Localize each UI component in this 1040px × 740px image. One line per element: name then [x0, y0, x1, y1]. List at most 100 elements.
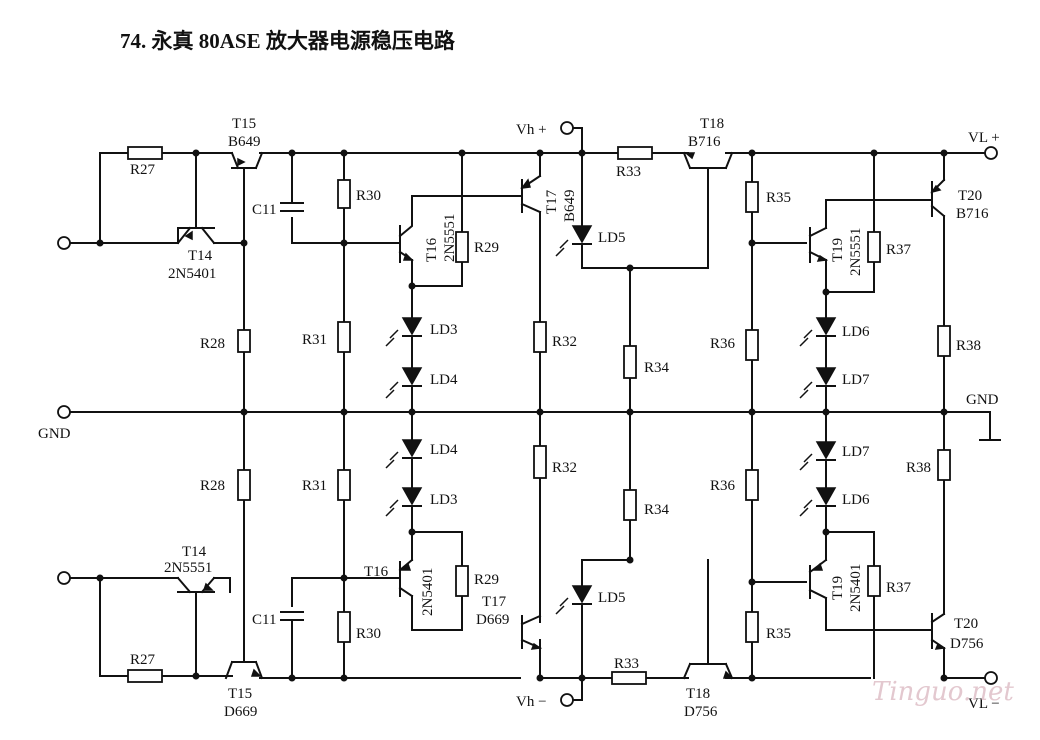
transistor-t17-top — [520, 174, 542, 214]
label-vh-minus: Vh − — [516, 694, 547, 710]
labels-top: T15 B649 R27 T14 2N5401 C11 R30 R28 R31 … — [130, 116, 989, 388]
led-ld7-bottom — [799, 441, 837, 471]
label-t19-bottom: T19 — [830, 576, 846, 600]
resistor-r28-top — [237, 329, 251, 353]
transistor-t16-bottom — [398, 558, 414, 598]
vh-plus-terminal — [560, 121, 574, 135]
label-ld4-bottom: LD4 — [430, 442, 458, 458]
label-r33-top: R33 — [616, 164, 641, 180]
label-t15-bottom: T15 — [228, 686, 252, 702]
label-t18-bottom-type: D756 — [684, 704, 718, 720]
label-r37-top: R37 — [886, 242, 912, 258]
label-vl-minus: VL − — [968, 696, 1000, 712]
label-c11-bottom: C11 — [252, 612, 276, 628]
label-r33-bottom: R33 — [614, 656, 639, 672]
vl-minus-terminal — [984, 671, 998, 685]
label-t19-top: T19 — [830, 238, 846, 262]
resistors — [127, 146, 951, 685]
label-t14-top-type: 2N5401 — [168, 266, 216, 282]
resistor-r32-bottom — [533, 445, 547, 479]
label-vl-plus: VL + — [968, 130, 1000, 146]
label-t15-top-type: B649 — [228, 134, 261, 150]
label-t14-bottom-type: 2N5551 — [164, 560, 212, 576]
label-r32-bottom: R32 — [552, 460, 577, 476]
label-t15-bottom-type: D669 — [224, 704, 257, 720]
resistor-r31-top — [337, 321, 351, 353]
resistor-r29-bottom — [455, 565, 469, 597]
resistor-r34-top — [623, 345, 637, 379]
resistor-r33-top — [617, 146, 653, 160]
vh-minus-terminal — [560, 693, 574, 707]
label-gnd-left: GND — [38, 426, 71, 442]
label-r30-top: R30 — [356, 188, 381, 204]
label-t18-bottom: T18 — [686, 686, 710, 702]
transistor-t20-top — [930, 178, 946, 218]
transistor-t14-top — [176, 226, 216, 245]
label-r28-bottom: R28 — [200, 478, 225, 494]
label-t17-top-type: B649 — [562, 189, 578, 222]
led-ld6-bottom — [799, 487, 837, 517]
led-ld3-bottom — [385, 487, 423, 517]
label-t18-top: T18 — [700, 116, 724, 132]
input-terminal-bottom — [57, 571, 71, 585]
transistor-t18-bottom — [682, 662, 734, 680]
resistor-r30-top — [337, 179, 351, 209]
resistor-r29-top — [455, 231, 469, 263]
label-t17-bottom: T17 — [482, 594, 507, 610]
label-t18-top-type: B716 — [688, 134, 721, 150]
transistor-t18-top — [682, 151, 734, 170]
resistor-r38-bottom — [937, 449, 951, 481]
terminals — [57, 121, 998, 707]
led-ld7-top — [799, 367, 837, 399]
transistor-t17-bottom — [520, 614, 543, 650]
label-r28-top: R28 — [200, 336, 225, 352]
resistor-r37-bottom — [867, 565, 881, 597]
resistor-r37-top — [867, 231, 881, 263]
label-t19-bottom-type: 2N5401 — [848, 564, 864, 612]
resistor-r33-bottom — [611, 671, 647, 685]
label-ld7-top: LD7 — [842, 372, 870, 388]
label-t14-bottom: T14 — [182, 544, 207, 560]
resistor-r27-top — [127, 146, 163, 160]
diagram-title: 74. 永真 80ASE 放大器电源稳压电路 — [120, 29, 456, 53]
transistor-t19-top — [808, 226, 829, 263]
resistor-r27-bottom — [127, 669, 163, 683]
label-gnd-right: GND — [966, 392, 999, 408]
label-r30-bottom: R30 — [356, 626, 381, 642]
vl-plus-terminal — [984, 146, 998, 160]
label-r36-bottom: R36 — [710, 478, 736, 494]
junction-dots — [96, 149, 948, 682]
label-r32-top: R32 — [552, 334, 577, 350]
label-ld6-bottom: LD6 — [842, 492, 870, 508]
transistor-t20-bottom — [930, 612, 947, 650]
label-vh-plus: Vh + — [516, 122, 547, 138]
label-r34-top: R34 — [644, 360, 670, 376]
resistor-r28-bottom — [237, 469, 251, 501]
led-ld4-bottom — [385, 439, 423, 469]
watermark-text: Tinguo.net — [872, 677, 1014, 707]
label-r38-bottom: R38 — [906, 460, 931, 476]
label-r29-top: R29 — [474, 240, 499, 256]
label-t16-bottom-type: 2N5401 — [420, 568, 436, 616]
led-ld6-top — [799, 317, 837, 347]
label-t19-top-type: 2N5551 — [848, 228, 864, 276]
transistors — [176, 151, 947, 680]
resistor-r34-bottom — [623, 489, 637, 521]
resistor-r32-top — [533, 321, 547, 353]
label-ld5-top: LD5 — [598, 230, 626, 246]
label-t20-bottom-type: D756 — [950, 636, 984, 652]
label-t16-top: T16 — [424, 237, 440, 262]
led-ld3-top — [385, 317, 423, 347]
label-ld6-top: LD6 — [842, 324, 870, 340]
transistor-t15-bottom — [224, 660, 264, 680]
label-r35-top: R35 — [766, 190, 791, 206]
label-t15-top: T15 — [232, 116, 256, 132]
capacitor-c11-bottom — [280, 611, 304, 621]
label-r27-bottom: R27 — [130, 652, 156, 668]
label-ld7-bottom: LD7 — [842, 444, 870, 460]
label-r38-top: R38 — [956, 338, 981, 354]
capacitor-c11-top — [280, 202, 304, 212]
label-t16-top-type: 2N5551 — [442, 214, 458, 262]
transistor-t14-bottom — [176, 576, 216, 594]
label-ld4-top: LD4 — [430, 372, 458, 388]
